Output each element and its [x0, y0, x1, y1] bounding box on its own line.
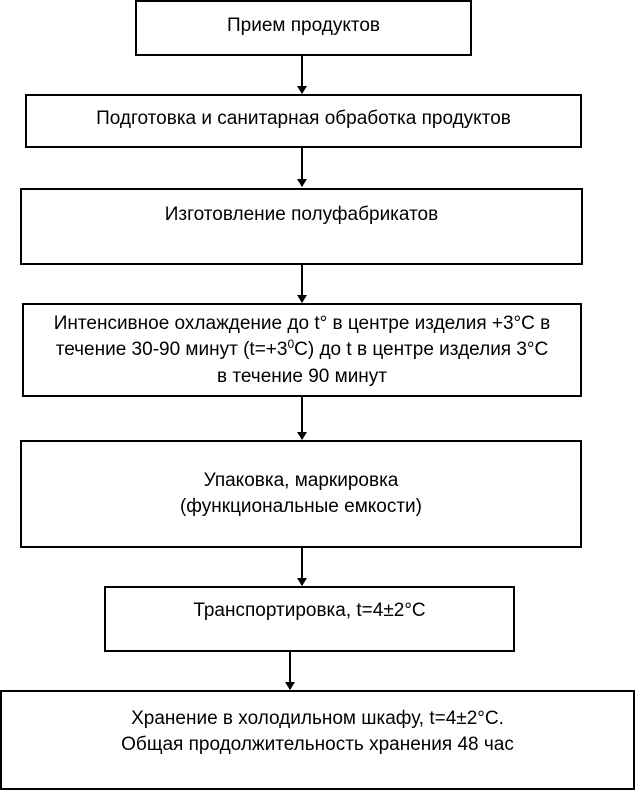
step-text: Изготовление полуфабрикатов	[164, 204, 439, 225]
step-text-line-2: Общая продолжительность хранения 48 час	[121, 734, 514, 755]
step-text-line-3: в течение 90 минут	[217, 366, 387, 387]
step-box-preparation: Подготовка и санитарная обработка продук…	[25, 94, 582, 148]
step-text-line-2: течение 30-90 минут (t=+30C) до t в цент…	[55, 337, 549, 360]
step-box-receiving: Прием продуктов	[135, 0, 472, 56]
step-box-storage: Хранение в холодильном шкафу, t=4±2°C. О…	[0, 690, 635, 790]
step-text: Транспортировка, t=4±2°C	[193, 600, 426, 621]
step-box-packaging: Упаковка, маркировка (функциональные емк…	[20, 440, 582, 548]
degree-superscript: 0	[287, 337, 295, 351]
step-text: Прием продуктов	[226, 15, 380, 36]
step-box-semi-finished: Изготовление полуфабрикатов	[20, 188, 583, 265]
step-text-line-2: (функциональные емкости)	[179, 496, 423, 517]
step-text: Подготовка и санитарная обработка продук…	[96, 108, 511, 129]
step-box-transport: Транспортировка, t=4±2°C	[104, 586, 515, 652]
step-box-cooling: Интенсивное охлаждение до t° в центре из…	[22, 303, 582, 397]
step-text-line-1: Интенсивное охлаждение до t° в центре из…	[53, 313, 551, 334]
step-text-line-1: Упаковка, маркировка	[203, 470, 399, 491]
step-text-line-1: Хранение в холодильном шкафу, t=4±2°C.	[131, 708, 504, 729]
